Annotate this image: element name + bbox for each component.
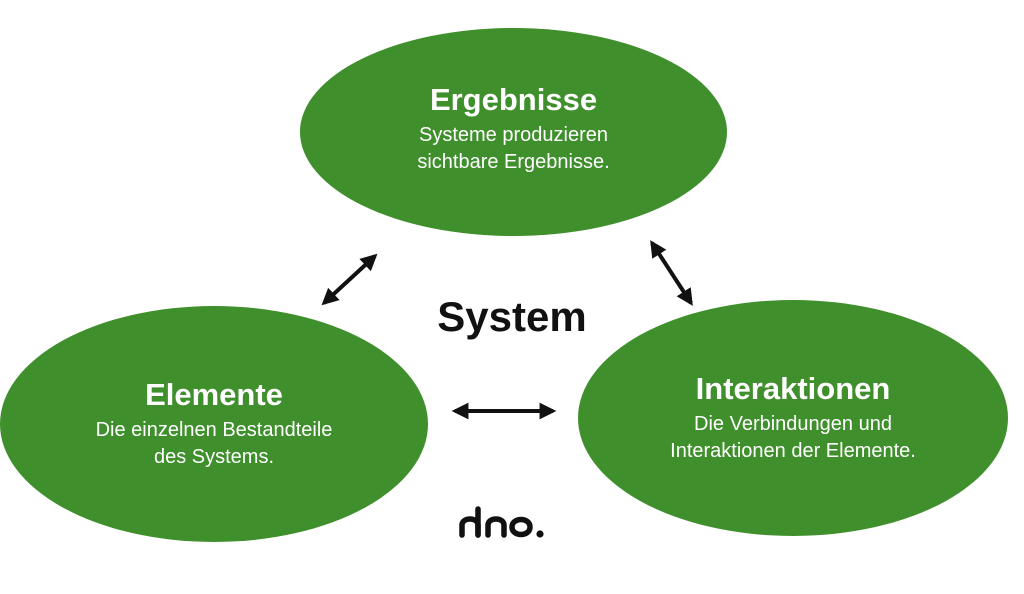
node-title: Ergebnisse bbox=[429, 82, 598, 117]
node-ergebnisse: Ergebnisse Systeme produzieren sichtbare… bbox=[300, 28, 727, 236]
node-description: Die einzelnen Bestandteile des Systems. bbox=[95, 419, 333, 468]
node-title: Elemente bbox=[145, 377, 283, 412]
node-elemente: Elemente Die einzelnen Bestandteile des … bbox=[0, 306, 428, 542]
dno-logo bbox=[459, 506, 544, 538]
arrow-elemente-ergebnisse bbox=[321, 253, 378, 306]
node-title: Interaktionen bbox=[695, 371, 891, 406]
arrow-ergebnisse-interaktionen bbox=[650, 240, 693, 306]
node-interaktionen: Interaktionen Die Verbindungen und Inter… bbox=[578, 300, 1008, 536]
node-description: Die Verbindungen und Interaktionen der E… bbox=[670, 413, 916, 462]
node-description: Systeme produzieren sichtbare Ergebnisse… bbox=[417, 124, 610, 173]
center-label-system: System bbox=[437, 293, 587, 340]
